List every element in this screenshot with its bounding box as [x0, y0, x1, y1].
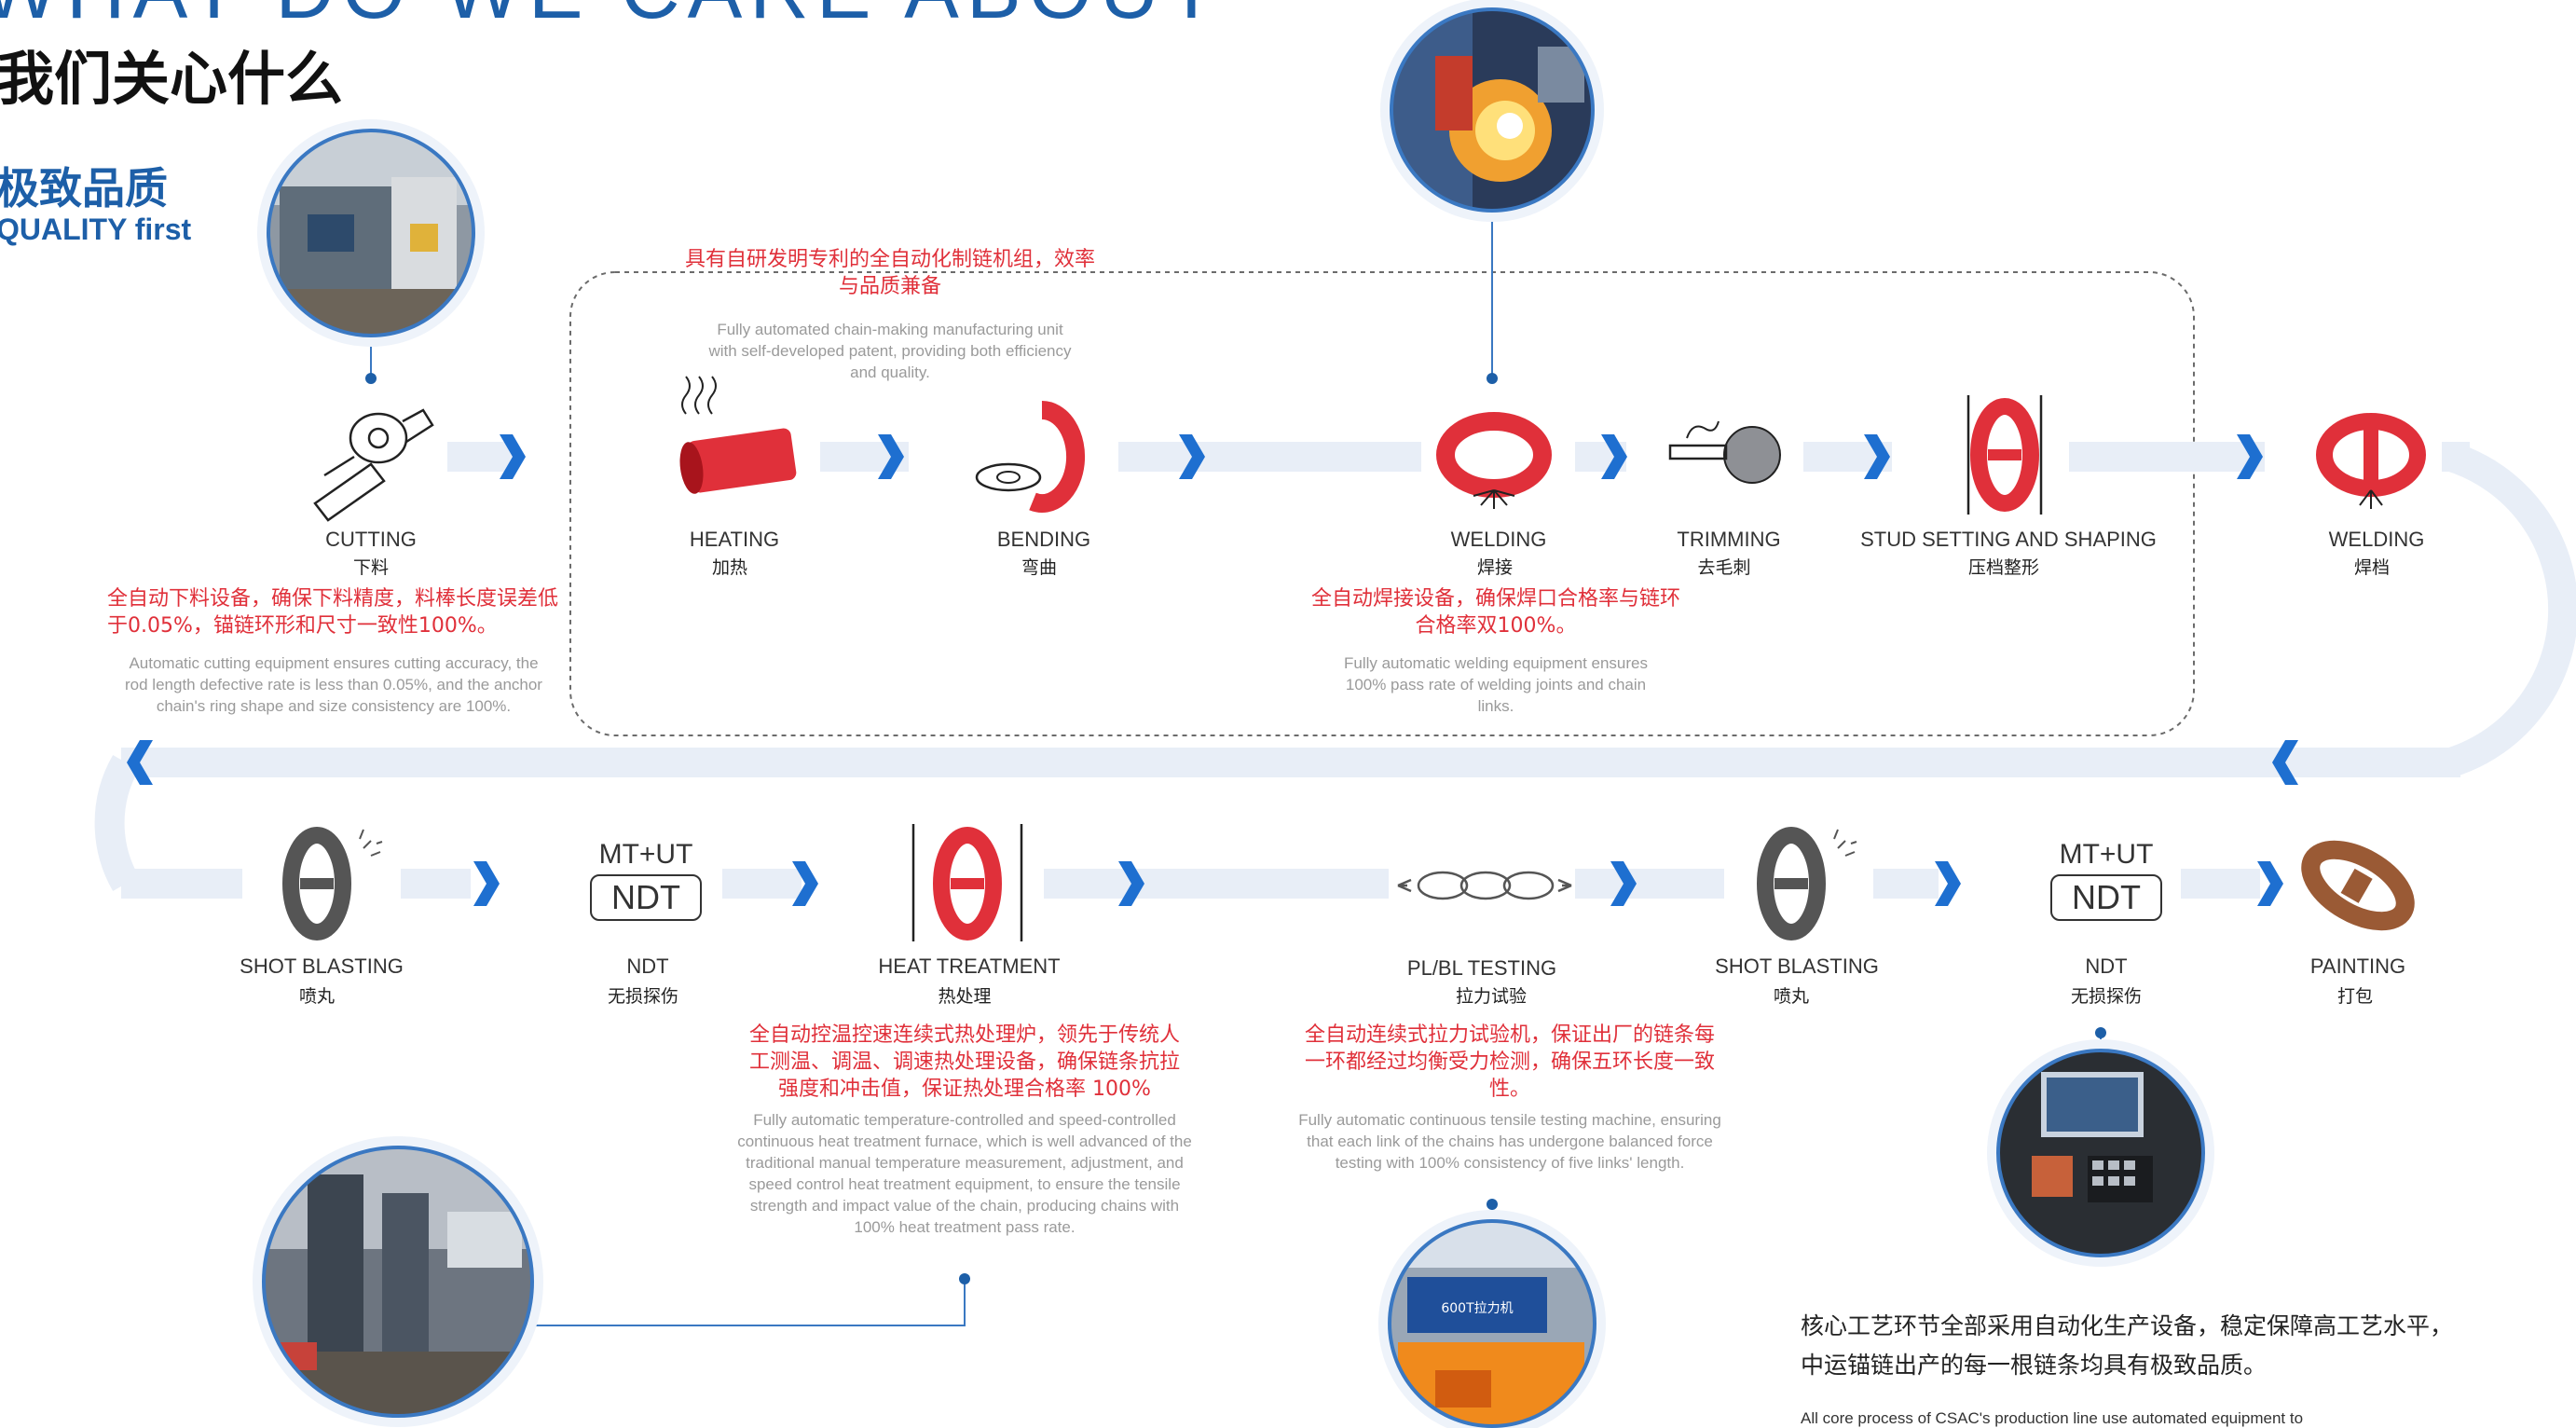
ndt-box: NDT	[590, 874, 702, 921]
chevron-right-icon	[2237, 434, 2263, 479]
cutting-note-cn: 全自动下料设备，确保下料精度，料棒长度误差低于0.05%，锚链环形和尺寸一致性1…	[107, 587, 559, 638]
welding-sparks-photo	[1380, 0, 1604, 222]
step-label-cn: 热处理	[938, 986, 992, 1007]
step-label-cn: 无损探伤	[2070, 986, 2143, 1007]
step-label-en: PAINTING	[2309, 954, 2406, 978]
tensile-note-cn: 全自动连续式拉力试验机，保证出厂的链条每一环都经过均衡受力检测，确保五环长度一致…	[1305, 1023, 1716, 1101]
step-label-en: WELDING	[1450, 528, 1547, 551]
step-label-cn: 焊档	[2353, 557, 2391, 578]
step-label-cn: 打包	[2336, 986, 2374, 1007]
step-label-en: PL/BL TESTING	[1406, 956, 1557, 980]
heat-note-en: Fully automatic temperature-controlled a…	[737, 1111, 1192, 1236]
tensile-test-icon	[1397, 871, 1572, 900]
heating-icon	[679, 376, 797, 494]
chevron-right-icon	[792, 861, 818, 906]
photo-sign-text: 600T拉力机	[1441, 1301, 1513, 1316]
cutting-machine-photo	[257, 119, 485, 347]
subtitle-en: QUALITY first	[0, 213, 192, 246]
heat-treatment-furnace-photo	[253, 1136, 543, 1427]
step-label-en: NDT	[626, 954, 669, 978]
chevron-left-icon	[2272, 740, 2298, 785]
group-note-cn: 具有自研发明专利的全自动化制链机组，效率与品质兼备	[685, 248, 1096, 298]
step-label-cn: 去毛刺	[1697, 557, 1751, 578]
summary-line-1: 核心工艺环节全部采用自动化生产设备，稳定保障高工艺水平，	[1801, 1312, 2454, 1339]
tensile-note-en: Fully automatic continuous tensile testi…	[1298, 1111, 1721, 1172]
step-label-en: SHOT BLASTING	[240, 954, 404, 978]
chevron-right-icon	[1864, 434, 1890, 479]
welding-icon	[1436, 412, 1552, 509]
step-label-cn: 喷丸	[1773, 986, 1810, 1007]
ndt-method: MT+UT	[598, 839, 693, 870]
painting-icon	[2301, 840, 2415, 931]
ndt-box: NDT	[2050, 874, 2162, 921]
bending-icon	[975, 400, 1086, 513]
ndt-icon: MT+UT NDT	[2050, 839, 2162, 921]
welding-note-en: Fully automatic welding equipment ensure…	[1343, 654, 1648, 715]
chevron-right-icon	[1118, 861, 1144, 906]
step-label-cn: 拉力试验	[1455, 986, 1528, 1007]
summary-line-2: 中运锚链出产的每一根链条均具有极致品质。	[1801, 1352, 2268, 1379]
chevron-right-icon	[1179, 434, 1205, 479]
shot-blasting-icon	[282, 827, 383, 941]
tensile-machine-photo: 600T拉力机	[1378, 1210, 1606, 1428]
chevron-right-icon	[1935, 861, 1961, 906]
step-label-cn: 弯曲	[1021, 557, 1058, 578]
step-label-en: TRIMMING	[1677, 528, 1781, 551]
step-label-en: NDT	[2085, 954, 2128, 978]
step-label-cn: 下料	[352, 557, 390, 578]
step-label-cn: 喷丸	[298, 986, 336, 1007]
shot-blasting-icon	[1757, 827, 1857, 941]
page-title-cn: 我们关心什么	[0, 45, 344, 113]
ndt-icon: MT+UT NDT	[590, 839, 702, 921]
step-label-cn: 无损探伤	[607, 986, 679, 1007]
track-row-2	[121, 869, 2260, 899]
summary-en: All core process of CSAC's production li…	[1801, 1409, 2304, 1427]
step-label-en: HEAT TREATMENT	[878, 954, 1061, 978]
track-curve-right	[2446, 442, 2576, 777]
heat-treatment-icon	[911, 824, 1023, 941]
step-label-en: CUTTING	[325, 528, 417, 551]
chevron-right-icon	[500, 434, 526, 479]
ndt-method: MT+UT	[2059, 839, 2154, 870]
page-title-en: WHAT DO WE CARE ABOUT	[0, 0, 1224, 37]
chevron-left-icon	[127, 740, 153, 785]
track-middle	[121, 748, 2460, 777]
stud-welding-icon	[2316, 413, 2426, 509]
cutting-note-en: Automatic cutting equipment ensures cutt…	[125, 654, 542, 715]
step-label-en: STUD SETTING AND SHAPING	[1860, 528, 2157, 551]
track-curve-left	[94, 755, 140, 891]
step-label-en: BENDING	[996, 528, 1091, 551]
flow-chevrons	[127, 434, 2298, 906]
step-label-en: WELDING	[2328, 528, 2425, 551]
stud-setting-icon	[1966, 395, 2043, 515]
chevron-right-icon	[1610, 861, 1637, 906]
cutting-icon	[313, 408, 434, 522]
chevron-right-icon	[1601, 434, 1627, 479]
step-label-cn: 焊接	[1476, 557, 1514, 578]
chevron-right-icon	[2257, 861, 2283, 906]
automated-unit-boundary	[569, 271, 2195, 736]
step-label-en: SHOT BLASTING	[1715, 954, 1879, 978]
ndt-control-panel-photo	[1987, 1039, 2214, 1267]
step-label-en: HEATING	[689, 528, 780, 551]
step-label-cn: 加热	[711, 557, 748, 578]
step-label-cn: 压档整形	[1967, 557, 2040, 578]
subtitle-cn: 极致品质	[0, 163, 168, 213]
chevron-right-icon	[878, 434, 904, 479]
heat-note-cn: 全自动控温控速连续式热处理炉，领先于传统人工测温、调温、调速热处理设备，确保链条…	[748, 1023, 1180, 1101]
welding-note-cn: 全自动焊接设备，确保焊口合格率与链环合格率双100%。	[1310, 587, 1680, 638]
group-note-en: Fully automated chain-making manufacturi…	[708, 321, 1072, 381]
chevron-right-icon	[473, 861, 500, 906]
trimming-icon	[1668, 420, 1781, 484]
